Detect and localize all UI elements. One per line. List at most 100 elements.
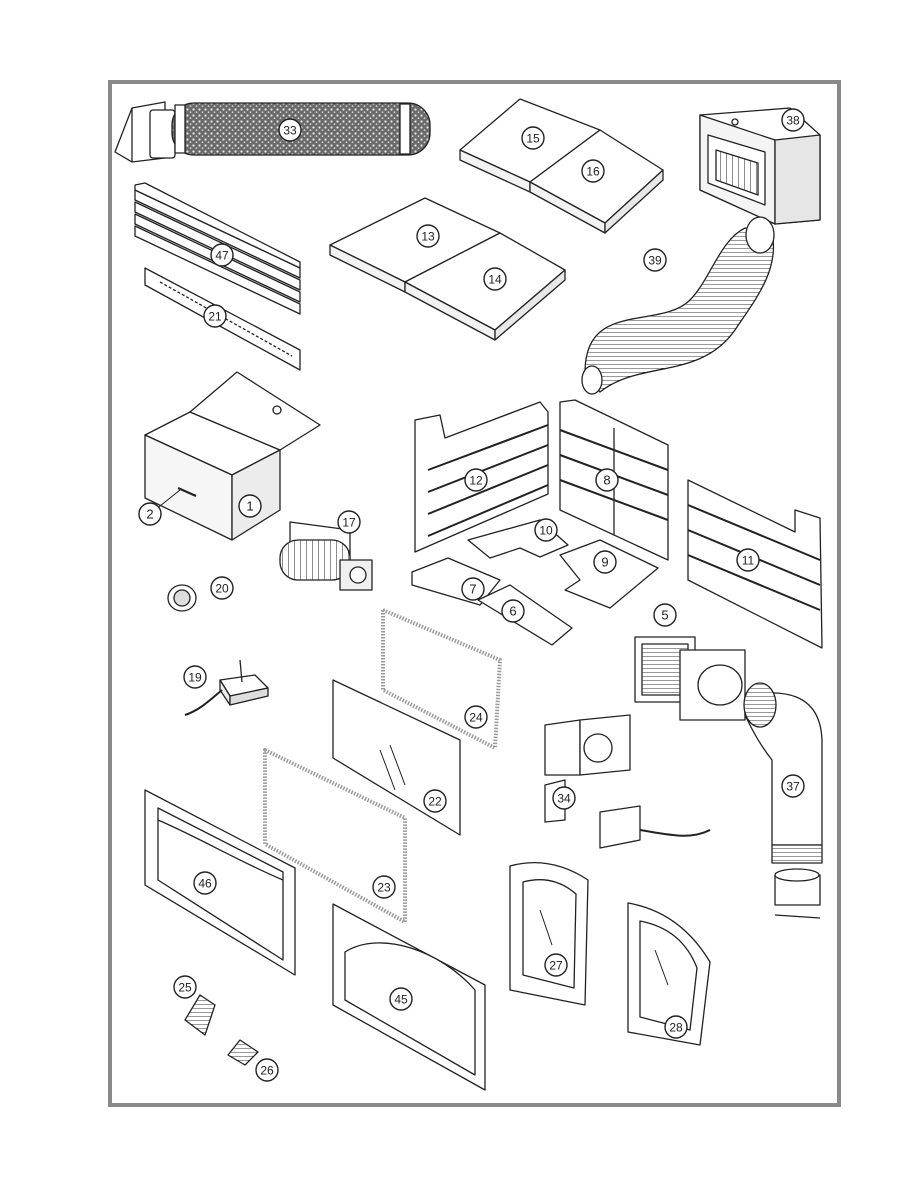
callout-circle bbox=[461, 577, 485, 601]
callout-label: 9 bbox=[601, 555, 608, 570]
callout-circle bbox=[781, 108, 805, 132]
callout-circle bbox=[173, 975, 197, 999]
callout-circle bbox=[255, 1058, 279, 1082]
part-6 bbox=[477, 584, 573, 646]
callout-6: 6 bbox=[501, 599, 525, 623]
callout-2: 2 bbox=[138, 502, 162, 526]
callout-label: 47 bbox=[215, 249, 229, 263]
callout-16: 16 bbox=[581, 159, 605, 183]
callout-label: 37 bbox=[786, 780, 800, 794]
part-46 bbox=[144, 789, 296, 976]
callout-39: 39 bbox=[643, 248, 667, 272]
callout-circle bbox=[593, 550, 617, 574]
callout-label: 21 bbox=[208, 310, 222, 324]
callout-label: 7 bbox=[469, 582, 476, 597]
part-23 bbox=[263, 748, 407, 924]
callout-circle bbox=[337, 510, 361, 534]
callout-47: 47 bbox=[210, 243, 234, 267]
callout-12: 12 bbox=[464, 468, 488, 492]
callout-15: 15 bbox=[521, 126, 545, 150]
callout-circle bbox=[210, 576, 234, 600]
callout-10: 10 bbox=[534, 518, 558, 542]
part-38 bbox=[699, 107, 821, 225]
callout-34: 34 bbox=[552, 786, 576, 810]
callout-label: 26 bbox=[260, 1064, 274, 1078]
callout-label: 12 bbox=[469, 474, 483, 488]
callout-label: 2 bbox=[146, 507, 153, 522]
callout-19: 19 bbox=[183, 665, 207, 689]
callout-circle bbox=[501, 599, 525, 623]
callout-circle bbox=[521, 126, 545, 150]
callout-14: 14 bbox=[483, 267, 507, 291]
callout-label: 38 bbox=[786, 114, 800, 128]
callout-circle bbox=[736, 548, 760, 572]
part-9 bbox=[559, 539, 659, 609]
callout-label: 16 bbox=[586, 165, 600, 179]
callout-label: 23 bbox=[377, 881, 391, 895]
callout-circle bbox=[643, 248, 667, 272]
callout-13: 13 bbox=[416, 224, 440, 248]
callout-label: 10 bbox=[539, 524, 553, 538]
callout-circle bbox=[544, 953, 568, 977]
callout-label: 5 bbox=[661, 608, 668, 623]
callout-label: 46 bbox=[198, 877, 212, 891]
callout-7: 7 bbox=[461, 577, 485, 601]
callout-label: 25 bbox=[178, 981, 192, 995]
part-20 bbox=[167, 584, 197, 612]
part-13 bbox=[329, 197, 501, 293]
callout-label: 28 bbox=[669, 1021, 683, 1035]
callout-label: 15 bbox=[526, 132, 540, 146]
callout-circle bbox=[664, 1015, 688, 1039]
part-17 bbox=[279, 521, 373, 591]
callout-label: 39 bbox=[648, 254, 662, 268]
callout-circle bbox=[238, 494, 262, 518]
callout-label: 33 bbox=[283, 124, 297, 138]
callout-label: 45 bbox=[394, 993, 408, 1007]
callout-46: 46 bbox=[193, 871, 217, 895]
part-1 bbox=[144, 371, 321, 541]
callout-circle bbox=[464, 705, 488, 729]
callout-label: 22 bbox=[428, 795, 442, 809]
callout-circle bbox=[183, 665, 207, 689]
part-24 bbox=[381, 608, 502, 750]
part-37 bbox=[743, 682, 823, 919]
callout-circle bbox=[581, 159, 605, 183]
callout-circle bbox=[210, 243, 234, 267]
part-34 bbox=[544, 714, 711, 849]
callout-label: 6 bbox=[509, 604, 516, 619]
callout-23: 23 bbox=[372, 875, 396, 899]
callout-circle bbox=[534, 518, 558, 542]
callout-label: 17 bbox=[342, 516, 356, 530]
callout-37: 37 bbox=[781, 774, 805, 798]
callout-label: 27 bbox=[549, 959, 563, 973]
callout-circle bbox=[193, 871, 217, 895]
callout-45: 45 bbox=[389, 987, 413, 1011]
callout-33: 33 bbox=[278, 118, 302, 142]
part-25 bbox=[184, 994, 216, 1036]
callout-label: 19 bbox=[188, 671, 202, 685]
part-19 bbox=[184, 659, 269, 716]
callout-26: 26 bbox=[255, 1058, 279, 1082]
callout-label: 14 bbox=[488, 273, 502, 287]
callout-circle bbox=[203, 304, 227, 328]
callout-label: 11 bbox=[742, 554, 755, 568]
callout-11: 11 bbox=[736, 548, 760, 572]
callout-24: 24 bbox=[464, 705, 488, 729]
callout-label: 8 bbox=[603, 473, 610, 488]
callout-28: 28 bbox=[664, 1015, 688, 1039]
callout-9: 9 bbox=[593, 550, 617, 574]
callout-20: 20 bbox=[210, 576, 234, 600]
callout-label: 1 bbox=[246, 499, 253, 514]
part-27 bbox=[509, 861, 589, 1006]
callout-27: 27 bbox=[544, 953, 568, 977]
callout-circle bbox=[483, 267, 507, 291]
callout-circle bbox=[423, 789, 447, 813]
callout-circle bbox=[416, 224, 440, 248]
callout-17: 17 bbox=[337, 510, 361, 534]
callout-circle bbox=[138, 502, 162, 526]
diagram-frame bbox=[108, 80, 841, 1107]
callout-label: 24 bbox=[469, 711, 483, 725]
